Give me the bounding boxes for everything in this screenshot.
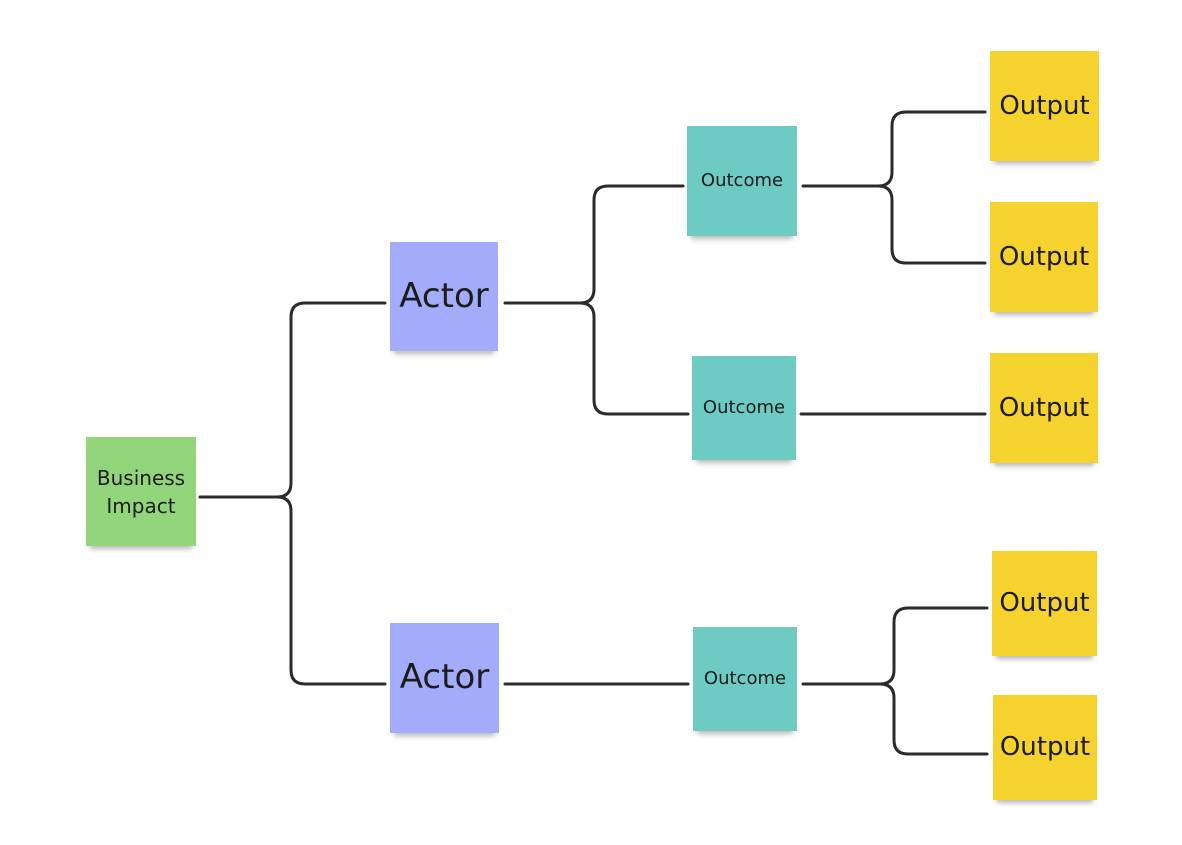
connector-actor-1-to-outcome-2 [578,301,690,416]
output-sticky[interactable]: Output [990,353,1098,463]
actor-sticky[interactable]: Actor [390,242,498,351]
output-sticky[interactable]: Output [992,551,1097,656]
outcome-sticky[interactable]: Outcome [692,356,796,460]
connector-outcome-3-to-output-5 [878,682,989,756]
outcome-sticky[interactable]: Outcome [693,627,797,731]
output-sticky[interactable]: Output [993,695,1097,800]
business-impact-sticky[interactable]: Business Impact [86,437,196,546]
connector-outcome-1-to-output-1 [801,110,987,188]
output-sticky[interactable]: Output [990,202,1098,312]
connector-outcome-3-to-output-4 [801,606,989,686]
output-sticky[interactable]: Output [990,51,1099,161]
connector-actor-1-to-outcome-1 [503,184,685,305]
outcome-sticky[interactable]: Outcome [687,126,797,236]
connector-impact-to-actor-2 [275,495,387,686]
connector-impact-to-actor-1 [198,301,387,499]
connector-outcome-1-to-output-2 [876,184,987,265]
actor-sticky[interactable]: Actor [390,623,499,733]
